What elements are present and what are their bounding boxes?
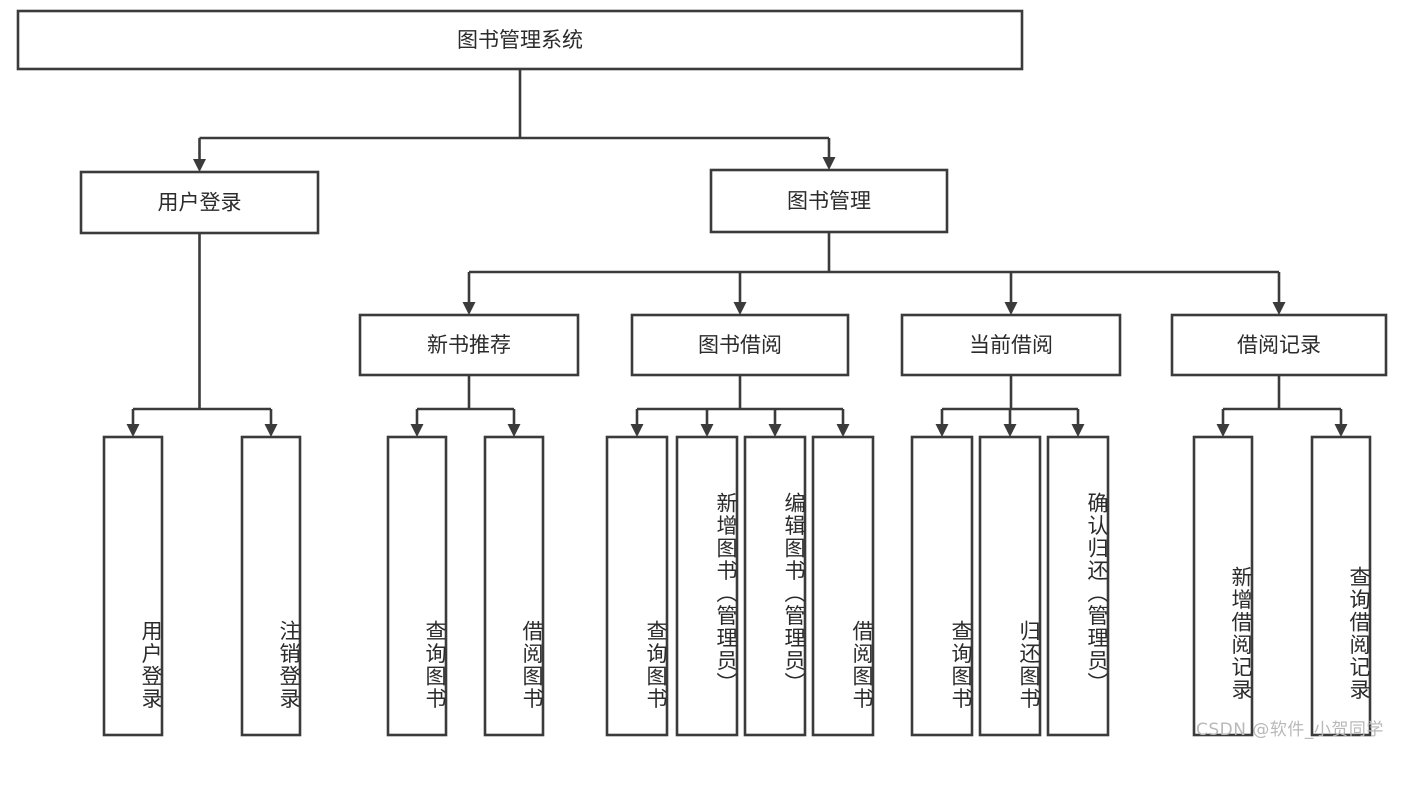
arrow-head-icon <box>507 424 521 437</box>
node-box-borrow-book-2 <box>811 435 875 737</box>
node-new-book-recommend[interactable] <box>358 313 580 377</box>
arrow-head-icon <box>410 424 424 437</box>
node-query-book-2[interactable] <box>605 435 669 737</box>
node-box-current-borrow <box>900 313 1122 377</box>
arrow-head-icon <box>1003 424 1017 437</box>
node-label-new-book-recommend: 新书推荐 <box>427 333 511 357</box>
node-confirm-return-admin[interactable] <box>1046 435 1110 737</box>
arrow-head-icon <box>935 424 949 437</box>
node-label-borrow-record: 借阅记录 <box>1237 333 1321 357</box>
arrow-head-icon <box>1216 424 1230 437</box>
arrow-head-icon <box>126 424 140 437</box>
node-query-book-1[interactable] <box>386 435 448 737</box>
arrow-head-icon <box>1272 302 1286 315</box>
arrow-head-icon <box>836 424 850 437</box>
node-current-borrow[interactable] <box>900 313 1122 377</box>
arrow-head-icon <box>768 424 782 437</box>
diagram-canvas: 图书管理系统用户登录图书管理新书推荐图书借阅当前借阅借阅记录 用户登录注销登录查… <box>16 9 1388 740</box>
node-label-root: 图书管理系统 <box>457 28 583 52</box>
node-user-login[interactable] <box>79 170 320 235</box>
node-box-user-login-do <box>102 435 164 737</box>
node-label-book-borrow: 图书借阅 <box>698 333 782 357</box>
arrow-head-icon <box>700 424 714 437</box>
node-user-login-do[interactable] <box>102 435 164 737</box>
node-box-edit-book-admin <box>743 435 807 737</box>
arrow-head-icon <box>733 302 747 315</box>
node-query-borrow-record[interactable] <box>1310 435 1372 737</box>
node-box-user-login <box>79 170 320 235</box>
node-add-book-admin[interactable] <box>675 435 739 737</box>
arrow-head-icon <box>822 157 836 170</box>
node-borrow-book-1[interactable] <box>483 435 545 737</box>
node-box-user-logout <box>240 435 302 737</box>
node-root[interactable] <box>16 9 1024 71</box>
node-box-add-borrow-record <box>1192 435 1254 737</box>
node-label-user-login: 用户登录 <box>158 191 242 215</box>
node-box-query-book-2 <box>605 435 669 737</box>
arrow-head-icon <box>1071 424 1085 437</box>
arrow-head-icon <box>462 302 476 315</box>
node-box-return-book <box>978 435 1042 737</box>
node-label-current-borrow: 当前借阅 <box>969 333 1053 357</box>
node-box-query-book-3 <box>910 435 974 737</box>
node-box-add-book-admin <box>675 435 739 737</box>
node-box-query-borrow-record <box>1310 435 1372 737</box>
arrow-head-icon <box>630 424 644 437</box>
node-box-confirm-return-admin <box>1046 435 1110 737</box>
node-box-root <box>16 9 1024 71</box>
arrow-head-icon <box>193 159 206 172</box>
arrow-head-icon <box>1334 424 1348 437</box>
node-box-new-book-recommend <box>358 313 580 377</box>
arrow-head-icon <box>264 424 278 437</box>
node-add-borrow-record[interactable] <box>1192 435 1254 737</box>
node-borrow-book-2[interactable] <box>811 435 875 737</box>
node-query-book-3[interactable] <box>910 435 974 737</box>
node-edit-book-admin[interactable] <box>743 435 807 737</box>
watermark-text: CSDN @软件_小贺同学 <box>1196 720 1384 740</box>
arrow-head-icon <box>1004 302 1018 315</box>
node-label-book-manage: 图书管理 <box>787 189 871 213</box>
node-return-book[interactable] <box>978 435 1042 737</box>
node-user-logout[interactable] <box>240 435 302 737</box>
node-box-query-book-1 <box>386 435 448 737</box>
node-box-borrow-book-1 <box>483 435 545 737</box>
